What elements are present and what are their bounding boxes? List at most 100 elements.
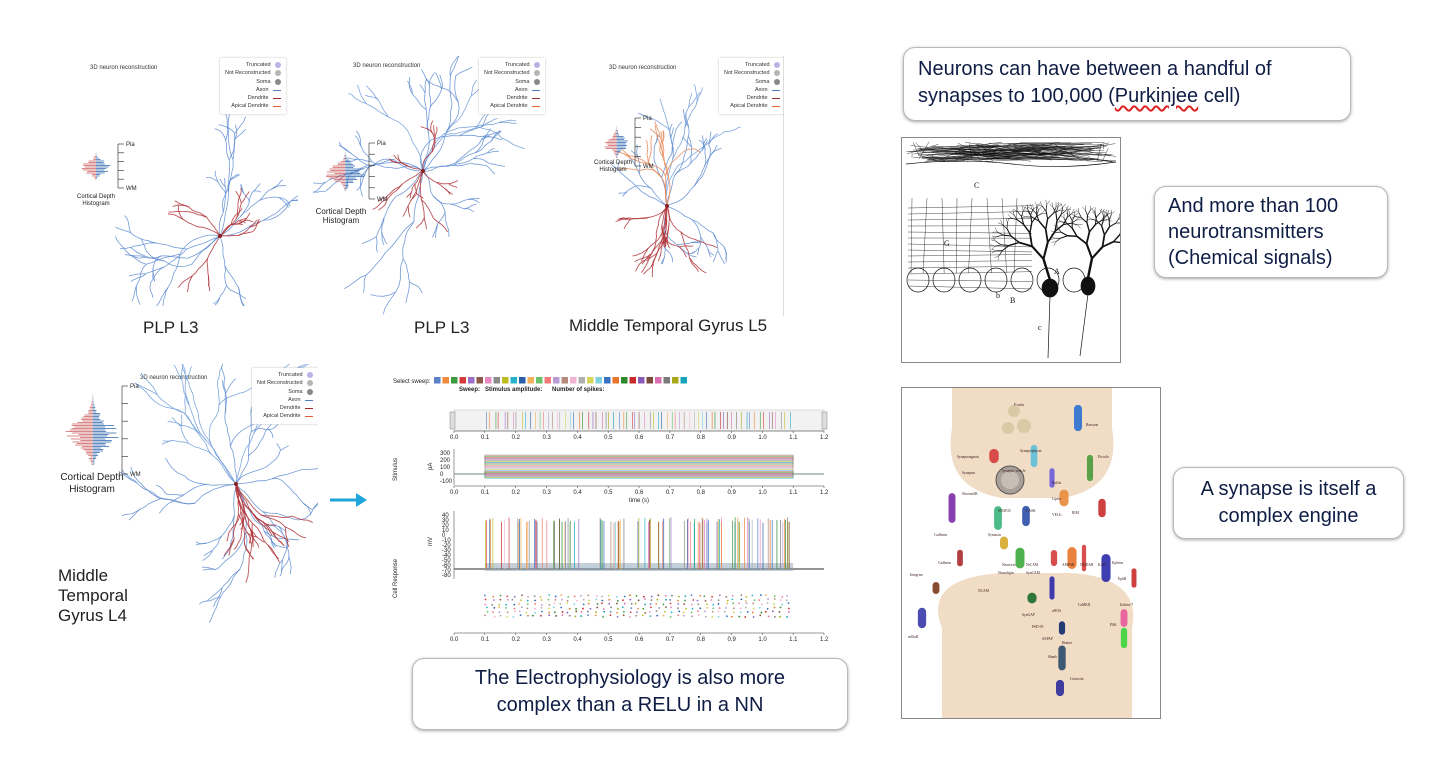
sweep-selector[interactable] — [519, 377, 526, 384]
svg-text:100: 100 — [440, 465, 451, 471]
legend-item: Dendrite — [257, 404, 313, 412]
legend-marker — [773, 70, 780, 77]
legend-marker — [306, 380, 313, 387]
synapse-protein-label: EphB — [1118, 577, 1127, 581]
sweep-selector[interactable] — [587, 377, 594, 384]
sweep-selector[interactable] — [629, 377, 637, 384]
legend-marker — [274, 78, 281, 85]
synapse-protein — [957, 549, 963, 567]
sweep-selector[interactable] — [468, 377, 475, 384]
sweep-selector[interactable] — [612, 377, 620, 384]
legend-marker — [274, 62, 281, 69]
sweep-selector[interactable] — [502, 377, 509, 384]
svg-text:30: 30 — [442, 518, 449, 524]
sweep-selector[interactable] — [510, 377, 518, 384]
legend-marker — [771, 106, 780, 108]
electrophysiology-plot: Select sweep:Sweep:Stimulus amplitude:Nu… — [393, 377, 829, 642]
sweep-selector[interactable] — [553, 377, 560, 384]
caption-plp-l3-2: PLP L3 — [414, 318, 470, 337]
sweep-selector[interactable] — [527, 377, 535, 384]
svg-text:1.2: 1.2 — [820, 637, 829, 642]
svg-text:40: 40 — [442, 513, 449, 519]
sweep-selector[interactable] — [459, 377, 467, 384]
sweep-selector[interactable] — [646, 377, 654, 384]
synapse-protein — [1015, 547, 1025, 569]
histogram-label: Cortical Depth Histogram — [60, 472, 124, 495]
synapse-protein — [1059, 489, 1069, 507]
svg-text:0.4: 0.4 — [573, 435, 582, 441]
svg-text:-40: -40 — [442, 553, 451, 559]
sweep-selector[interactable] — [604, 377, 611, 384]
electrophysiology-bubble: The Electrophysiology is also more compl… — [412, 658, 848, 730]
legend-item: Truncated — [257, 371, 313, 379]
synapse-protein — [1049, 576, 1055, 600]
synapse-protein — [1058, 621, 1066, 635]
sweep-selector[interactable] — [655, 377, 662, 384]
synapse-protein-label: CaMKII — [1078, 603, 1091, 607]
sweep-selector[interactable] — [578, 377, 586, 384]
synapse-protein-label: SynCAM — [1026, 571, 1041, 575]
sweep-selector[interactable] — [638, 377, 645, 384]
sweep-selector[interactable] — [672, 377, 679, 384]
legend-item: Axon — [257, 396, 313, 404]
legend-marker — [304, 416, 313, 418]
svg-text:-30: -30 — [442, 548, 451, 554]
sweep-selector[interactable] — [493, 377, 501, 384]
arrow-right-icon — [330, 493, 367, 507]
legend-item: Soma — [225, 78, 281, 86]
sweep-selector[interactable] — [570, 377, 577, 384]
svg-text:0.4: 0.4 — [573, 490, 582, 496]
synapse-protein-label: Homer — [1062, 641, 1073, 645]
sweep-selector[interactable] — [442, 377, 450, 384]
synapse-protein — [1074, 404, 1082, 432]
wm-label: WM — [377, 197, 388, 203]
sweep-selector[interactable] — [595, 377, 603, 384]
legend-item: Not Reconstructed — [257, 379, 313, 387]
synapse-protein-label: Piccolo — [1098, 455, 1109, 459]
wm-label: WM — [643, 164, 654, 170]
synapse-protein-label: AMPAR — [1062, 563, 1075, 567]
legend-item: Axon — [484, 86, 540, 94]
sweep-selector[interactable] — [434, 377, 441, 384]
figure-letter: A — [1054, 267, 1060, 276]
legend-item: Truncated — [484, 61, 540, 69]
sweep-selector[interactable] — [680, 377, 688, 384]
range-handle-left[interactable] — [449, 411, 456, 430]
sweep-selector[interactable] — [485, 377, 492, 384]
svg-text:1.1: 1.1 — [789, 637, 798, 642]
synapse-protein — [1030, 444, 1038, 468]
sweep-selector[interactable] — [536, 377, 543, 384]
synapse-protein-label: Liprin — [1052, 497, 1061, 501]
sweep-selector[interactable] — [544, 377, 552, 384]
reconstruction-title: 3D neuron reconstruction — [353, 63, 421, 69]
sweep-selector[interactable] — [561, 377, 569, 384]
legend-marker — [272, 106, 281, 108]
legend-marker — [274, 70, 281, 77]
synapse-protein — [1098, 498, 1106, 518]
svg-text:0.5: 0.5 — [604, 490, 613, 496]
reconstruction-title: 3D neuron reconstruction — [140, 375, 208, 381]
sweep-selector[interactable] — [621, 377, 628, 384]
cell-response-axis-label: Cell Response — [393, 558, 399, 598]
synapse-protein-label: F-actin — [1014, 403, 1024, 407]
svg-text:0.7: 0.7 — [666, 490, 675, 496]
synapse-protein-label: PSD-95 — [1032, 625, 1044, 629]
synapse-protein-label: nNOS — [1052, 609, 1061, 613]
legend-item: Apical Dendrite — [225, 102, 281, 110]
legend-item: Truncated — [724, 61, 780, 69]
synapse-protein — [917, 607, 927, 629]
sweep-selector[interactable] — [451, 377, 458, 384]
sweep-selector[interactable] — [663, 377, 671, 384]
range-handle-right[interactable] — [821, 411, 828, 430]
neuron-branches — [611, 84, 741, 278]
legend-item: Not Reconstructed — [724, 69, 780, 77]
sweep-selector[interactable] — [476, 377, 484, 384]
legend-marker — [306, 388, 313, 395]
synapse-protein-label: Neuroligin — [998, 571, 1014, 575]
svg-text:0.9: 0.9 — [728, 637, 737, 642]
